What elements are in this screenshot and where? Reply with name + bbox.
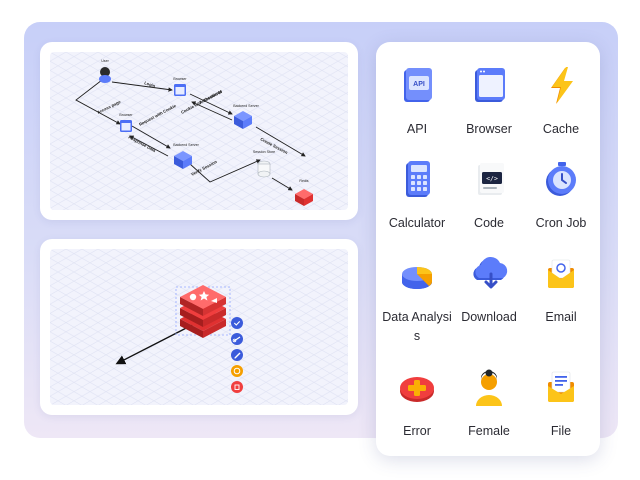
icon-item-file[interactable]: File [524,366,598,441]
data-analysis-icon [402,267,432,289]
code-icon: </> [478,163,504,195]
cache-icon [551,67,573,104]
node-label-browser-top: Browser [173,77,187,81]
api-icon: API [404,68,432,102]
icon-label: Email [545,310,577,324]
node-browser-top[interactable]: Browser [173,77,187,96]
icon-label: File [550,424,572,438]
delete-icon[interactable] [231,381,243,393]
icon-item-download[interactable]: Download [452,252,526,327]
link-icon[interactable] [231,333,243,345]
icon-item-error[interactable]: Error [380,366,454,441]
diagram-card-session-flow[interactable]: Login Authenticate Cookie with Session I… [40,42,358,220]
node-label-redis: Redis [299,179,308,183]
node-user[interactable]: User [99,59,111,83]
node-backend-mid[interactable]: Backend Server [173,143,200,169]
cron-job-icon [546,162,576,196]
icon-label: Calculator [388,216,446,230]
icon-label: Download [461,310,517,324]
diagram-canvas[interactable]: Login Authenticate Cookie with Session I… [50,52,348,210]
download-icon [473,256,508,289]
diagram-card-redis-editor[interactable] [40,239,358,415]
icon-library-panel: API API Browser Cache C [376,42,600,456]
editor-canvas[interactable] [50,249,348,405]
icon-label: Browser [466,122,512,136]
node-label-user: User [101,59,109,63]
node-label-session-store: Session Store [253,150,275,154]
icon-label: Cron Job [535,216,587,230]
icon-label: API [406,122,428,136]
icon-item-calculator[interactable]: Calculator [380,158,454,233]
svg-text:</>: </> [486,175,498,183]
icon-label: Data Analysis [382,310,452,343]
icon-item-cache[interactable]: Cache [524,64,598,139]
node-toolbar [231,317,243,393]
icon-item-api[interactable]: API API [380,64,454,139]
node-browser-left[interactable]: Browser [119,113,133,132]
svg-text:API: API [413,81,425,88]
node-backend-top[interactable]: Backend Server [233,104,260,129]
redis-editor-diagram [50,249,348,405]
node-label-backend-mid: Backend Server [173,143,199,147]
email-icon [548,259,574,288]
icon-label: Error [403,424,431,438]
session-flow-diagram: Login Authenticate Cookie with Session I… [50,52,348,210]
node-redis[interactable]: Redis [295,179,313,206]
female-icon [476,369,502,406]
icon-item-email[interactable]: Email [524,252,598,327]
icon-item-female[interactable]: Female [452,366,526,441]
calculator-icon [406,161,430,197]
browser-icon [475,68,505,102]
icon-item-code[interactable]: </> Code [452,158,526,233]
diagram-connectors [75,79,306,191]
icon-item-cron-job[interactable]: Cron Job [524,158,598,233]
redis-stack-node[interactable] [175,285,231,338]
edit-icon[interactable] [231,349,243,361]
error-icon [400,377,434,402]
icon-label: Cache [542,122,580,136]
node-label-browser-left: Browser [119,113,133,117]
icon-label: Female [468,424,510,438]
icon-item-data-analysis[interactable]: Data Analysis [380,252,454,346]
file-icon [548,371,574,402]
node-session-store[interactable]: Session Store [253,150,275,178]
color-icon[interactable] [231,365,243,377]
node-label-backend-top: Backend Server [233,104,259,108]
edge-label-login: Login [144,80,157,88]
check-icon[interactable] [231,317,243,329]
icon-label: Code [474,216,504,230]
icon-item-browser[interactable]: Browser [452,64,526,139]
